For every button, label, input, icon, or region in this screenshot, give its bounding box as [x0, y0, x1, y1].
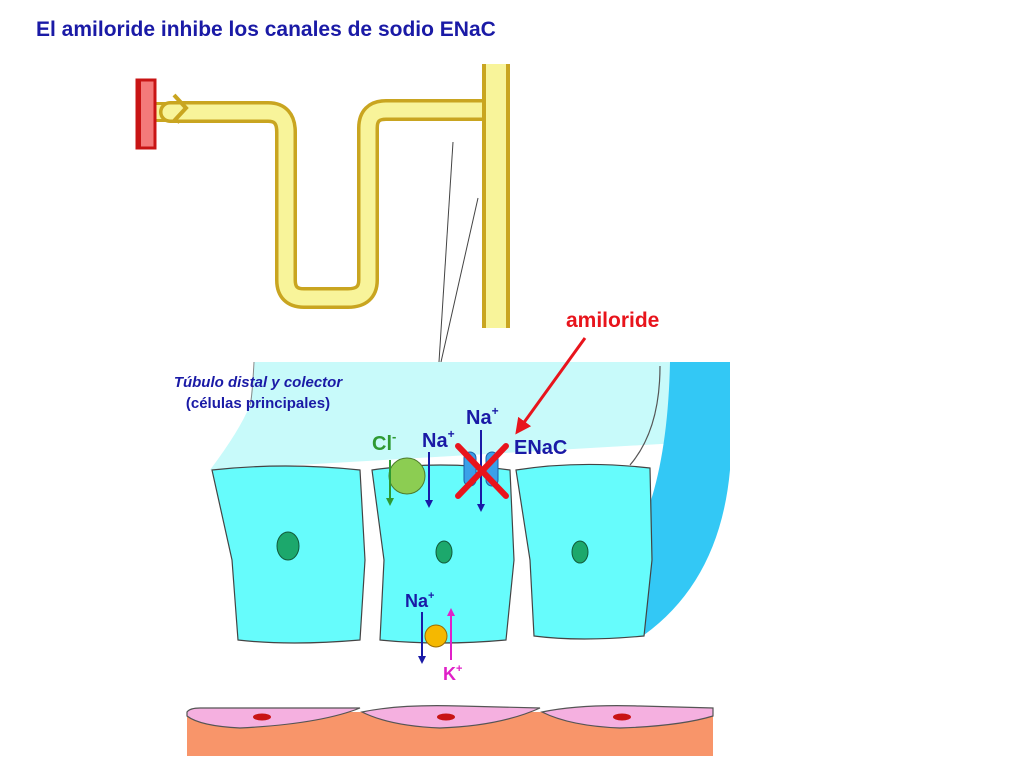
enac-label: ENaC [514, 437, 567, 459]
sodium-pump-symbol: Na [405, 591, 429, 611]
red-blood-cell [613, 713, 631, 721]
tubule-lumen [210, 362, 730, 470]
chloride-charge: - [392, 429, 396, 444]
chloride-symbol: Cl [372, 433, 392, 455]
amiloride-arrow [515, 337, 587, 435]
nacl-cotransporter [388, 457, 426, 495]
glomerulus [135, 78, 157, 150]
potassium-symbol: K [443, 664, 456, 684]
sodium-cotransport-charge: + [448, 427, 455, 441]
nephron-tubule [140, 64, 510, 328]
potassium-charge: + [456, 663, 462, 675]
zoom-lines [438, 141, 479, 363]
amiloride-label: amiloride [566, 309, 659, 332]
interstitium [644, 362, 730, 635]
tubule-label-line2: (células principales) [186, 395, 330, 412]
sodium-pump-charge: + [428, 590, 434, 602]
red-blood-cell [253, 713, 271, 721]
red-blood-cell [437, 713, 455, 721]
sodium-cotransport-symbol: Na [422, 430, 448, 452]
page-title: El amiloride inhibe los canales de sodio… [36, 18, 496, 41]
nucleus-left [276, 531, 300, 561]
sodium-enac-symbol: Na [466, 407, 492, 429]
potassium-label: K+ [443, 663, 462, 684]
chloride-label: Cl- [372, 429, 396, 455]
sodium-pump-label: Na+ [405, 590, 434, 611]
nucleus-right [571, 540, 589, 564]
na-k-pump [424, 624, 448, 648]
tubule-label-line1: Túbulo distal y colector [174, 374, 344, 391]
sodium-enac-charge: + [492, 404, 499, 418]
nucleus-middle [435, 540, 453, 564]
block-x-icon [455, 443, 509, 499]
sodium-enac-label: Na+ [466, 404, 499, 429]
sodium-cotransport-label: Na+ [422, 427, 455, 452]
